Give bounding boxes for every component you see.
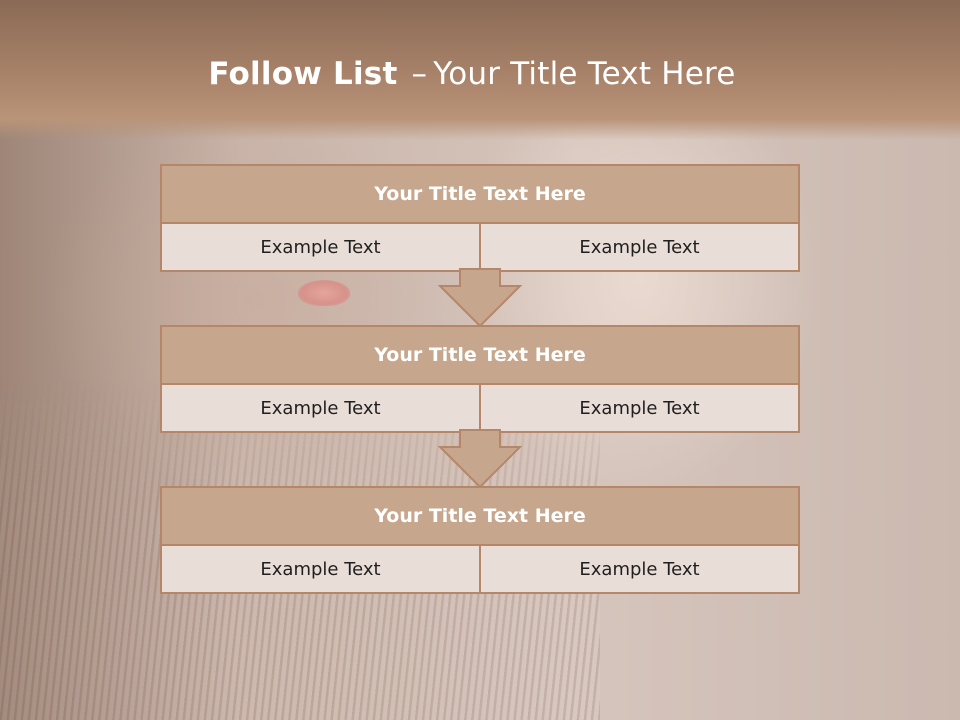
block-cell-left: Example Text [162,385,481,431]
block-title: Your Title Text Here [162,488,798,546]
block-cell-right: Example Text [579,236,700,258]
block-title: Your Title Text Here [162,327,798,385]
list-block-1: Your Title Text Here Example Text Exampl… [160,164,800,272]
down-arrow-icon [438,429,522,489]
down-arrow-icon [438,268,522,328]
block-row: Example Text Example Text [162,546,798,592]
title-band [0,0,960,140]
slide-title-separator: – [411,56,428,92]
block-cell-right: Example Text [579,558,700,580]
list-block-3: Your Title Text Here Example Text Exampl… [160,486,800,594]
list-block-2: Your Title Text Here Example Text Exampl… [160,325,800,433]
slide-title: Follow List–Your Title Text Here [0,56,944,92]
slide-title-bold: Follow List [208,56,398,92]
block-row: Example Text Example Text [162,224,798,270]
slide-title-rest: Your Title Text Here [433,56,736,92]
block-cell-left: Example Text [162,546,481,592]
block-row: Example Text Example Text [162,385,798,431]
block-title: Your Title Text Here [162,166,798,224]
block-cell-left: Example Text [162,224,481,270]
lips-detail [298,280,350,306]
block-cell-right: Example Text [579,397,700,419]
